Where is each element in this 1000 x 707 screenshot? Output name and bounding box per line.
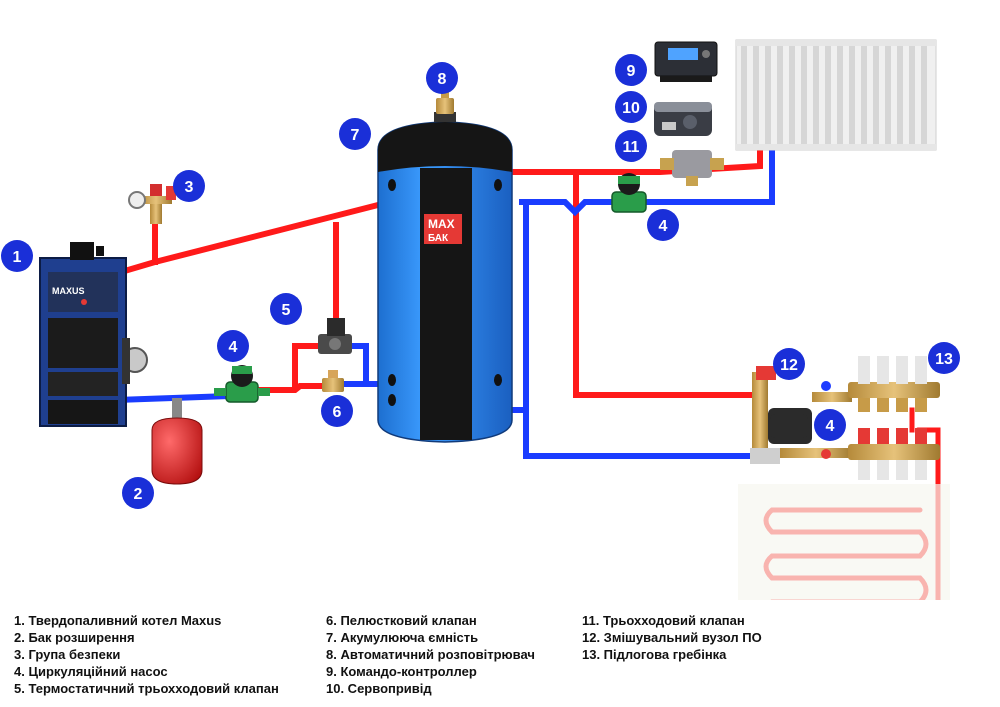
boiler-brand-text: MAXUS <box>52 286 85 296</box>
petal-valve <box>322 370 344 392</box>
callout-8: 8 <box>426 62 458 94</box>
callout-1: 1 <box>1 240 33 272</box>
svg-text:1: 1 <box>13 249 22 266</box>
legend-column-1: 1. Твердопаливний котел Maxus 2. Бак роз… <box>14 612 279 697</box>
svg-text:8: 8 <box>438 71 447 88</box>
callout-9: 9 <box>615 54 647 86</box>
svg-text:3: 3 <box>185 179 194 196</box>
safety-group <box>128 184 176 224</box>
callout-5: 5 <box>270 293 302 325</box>
svg-text:6: 6 <box>333 404 342 421</box>
pump-boiler-circuit <box>214 365 270 403</box>
callout-13: 13 <box>928 342 960 374</box>
callout-2: 2 <box>122 477 154 509</box>
svg-text:2: 2 <box>134 486 143 503</box>
legend-item-1: 1. Твердопаливний котел Maxus <box>14 613 222 628</box>
callout-3: 3 <box>173 170 205 202</box>
radiator <box>735 39 937 151</box>
command-controller <box>654 41 718 82</box>
callout-10: 10 <box>615 91 647 123</box>
hot-pipe-return-loop <box>292 343 321 389</box>
boiler-flame-icon <box>81 299 87 305</box>
svg-text:5: 5 <box>282 302 291 319</box>
svg-text:11: 11 <box>623 139 640 156</box>
cold-pipe-radiator-return <box>519 147 775 217</box>
servo-drive <box>654 102 712 136</box>
legend-item-2: 2. Бак розширення <box>14 630 135 645</box>
svg-text:10: 10 <box>622 100 640 117</box>
svg-text:9: 9 <box>627 63 636 80</box>
automatic-air-vent <box>436 90 454 114</box>
floor-manifold <box>821 356 940 480</box>
thermostatic-three-way-valve <box>318 318 352 354</box>
legend-item-11: 11. Трьохходовий клапан <box>582 613 745 628</box>
legend-item-12: 12. Змішувальний вузол ПО <box>582 630 762 645</box>
callout-4-floor-pump: 4 <box>814 409 846 441</box>
legend-item-5: 5. Термостатичний трьохходовий клапан <box>14 681 279 696</box>
tank-logo-line1: MAX <box>428 217 455 231</box>
expansion-tank <box>151 398 203 485</box>
cold-pipe-tank-vertical <box>519 199 529 413</box>
legend-item-9: 9. Командо-контроллер <box>326 664 477 679</box>
hot-pipe-pump-line <box>252 383 333 393</box>
callout-4-radiator-pump: 4 <box>647 209 679 241</box>
callout-11: 11 <box>615 130 647 162</box>
svg-text:12: 12 <box>780 357 798 374</box>
callouts: 1 2 3 4 5 6 7 8 <box>1 54 960 509</box>
legend-item-7: 7. Акумулююча ємність <box>326 630 479 645</box>
callout-7: 7 <box>339 118 371 150</box>
svg-text:13: 13 <box>935 351 953 368</box>
cold-pipe-tank-return <box>347 343 381 387</box>
cold-pipe-tank-lower <box>509 407 763 459</box>
svg-text:4: 4 <box>826 418 835 435</box>
callout-6: 6 <box>321 395 353 427</box>
legend-item-10: 10. Сервопривід <box>326 681 432 696</box>
callout-12: 12 <box>773 348 805 380</box>
legend-item-8: 8. Автоматичний розповітрювач <box>326 647 535 662</box>
legend-item-3: 3. Група безпеки <box>14 647 121 662</box>
hot-pipe-boiler-supply <box>124 201 382 274</box>
floor-plate <box>738 484 950 600</box>
three-way-valve <box>660 150 724 186</box>
pump-floor-circuit <box>770 414 808 438</box>
accumulator-tank: MAX БАК <box>377 112 513 443</box>
callout-4-boiler-pump: 4 <box>217 330 249 362</box>
legend-column-2: 6. Пелюстковий клапан 7. Акумулююча ємні… <box>326 612 535 697</box>
legend-column-3: 11. Трьохходовий клапан 12. Змішувальний… <box>582 612 762 663</box>
svg-text:4: 4 <box>659 218 668 235</box>
hot-pipe-floor-drop <box>573 169 759 398</box>
svg-text:4: 4 <box>229 339 238 356</box>
tank-logo-line2: БАК <box>428 233 449 244</box>
legend-item-4: 4. Циркуляційний насос <box>14 664 168 679</box>
scheme-drawing: MAXUS <box>1 39 960 600</box>
solid-fuel-boiler: MAXUS <box>39 242 148 427</box>
legend-item-13: 13. Підлогова гребінка <box>582 647 727 662</box>
svg-text:7: 7 <box>351 127 360 144</box>
pump-radiator-circuit <box>611 173 647 213</box>
legend-item-6: 6. Пелюстковий клапан <box>326 613 477 628</box>
